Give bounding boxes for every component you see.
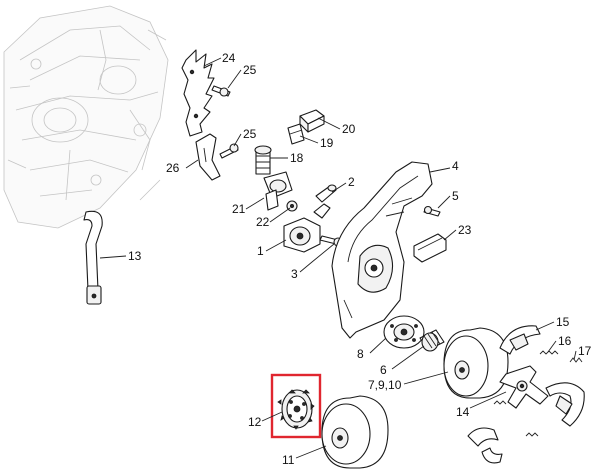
label-26: 26 [166, 161, 180, 175]
part-11-clutch-drum[interactable] [321, 395, 389, 469]
label-8: 8 [357, 347, 364, 361]
label-23: 23 [458, 223, 472, 237]
part-14-clutch-carrier[interactable] [467, 365, 585, 464]
label-25-upper: 25 [243, 63, 257, 77]
part-6-needle-bearing[interactable] [419, 329, 445, 352]
label-13: 13 [128, 249, 142, 263]
part-5-screw[interactable] [423, 205, 441, 217]
label-1: 1 [257, 244, 264, 258]
part-17-spring[interactable] [569, 357, 583, 363]
label-3: 3 [291, 267, 298, 281]
part-4-clutch-cover[interactable] [331, 161, 433, 339]
part-26-bracket[interactable] [195, 133, 221, 181]
label-18: 18 [290, 151, 304, 165]
part-2-drive-line[interactable] [315, 184, 337, 203]
part-23-pad[interactable] [413, 233, 447, 263]
label-24: 24 [222, 51, 236, 65]
part-8-sprocket[interactable] [383, 315, 425, 349]
label-25-lower: 25 [243, 127, 257, 141]
part-1-oil-pump[interactable] [283, 203, 331, 253]
part-13-hose[interactable] [83, 210, 103, 305]
label-20: 20 [342, 122, 356, 136]
part-20-block[interactable] [299, 109, 325, 133]
label-12: 12 [248, 415, 262, 429]
leader-lines [99, 57, 577, 459]
label-5: 5 [452, 189, 459, 203]
label-11: 11 [282, 453, 295, 467]
ghost-engine-assembly [3, 5, 169, 229]
part-21-pump-body[interactable] [263, 171, 293, 211]
part-24-bumper-spike[interactable] [181, 49, 215, 137]
part-18-bolt[interactable] [254, 145, 272, 175]
highlight-box [270, 373, 322, 439]
part-25-screw-upper[interactable] [211, 85, 231, 97]
label-7-9-10: 7,9,10 [368, 378, 402, 392]
label-16: 16 [558, 334, 572, 348]
part-19-adjuster[interactable] [287, 123, 305, 145]
label-15: 15 [556, 315, 570, 329]
label-14: 14 [456, 405, 470, 419]
label-21: 21 [232, 202, 246, 216]
label-22: 22 [256, 215, 270, 229]
part-25-screw-lower[interactable] [219, 143, 239, 159]
part-7-9-10-clutch-drum[interactable] [443, 327, 509, 399]
label-2: 2 [348, 175, 355, 189]
part-labels: 24 25 25 26 18 20 19 2 21 22 1 3 4 5 23 … [128, 51, 592, 467]
part-15-clutch-shoe[interactable] [499, 325, 541, 355]
label-4: 4 [452, 159, 459, 173]
label-17: 17 [578, 344, 592, 358]
part-12-rim-sprocket[interactable] [277, 389, 315, 430]
part-16-spring[interactable] [539, 350, 559, 355]
label-19: 19 [320, 136, 334, 150]
label-6: 6 [380, 363, 387, 377]
